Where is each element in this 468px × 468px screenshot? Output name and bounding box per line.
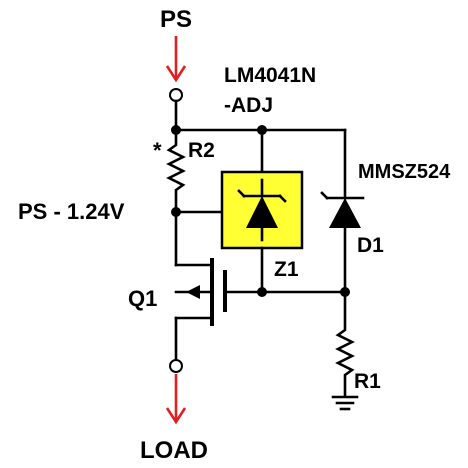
z1-label: Z1 — [274, 258, 299, 281]
ps-arrow-icon — [165, 36, 187, 83]
load-arrow-icon — [165, 374, 187, 425]
ic-suffix-label: -ADJ — [224, 94, 273, 117]
ic-name-label: LM4041N — [224, 64, 316, 87]
node-top-mid — [257, 125, 267, 135]
r2-resistor — [166, 128, 186, 214]
d1-part-label: MMSZ524 — [358, 161, 451, 183]
r1-resistor — [335, 290, 355, 398]
r2-label: R2 — [188, 139, 215, 162]
q1-label: Q1 — [128, 286, 157, 311]
d1-label: D1 — [357, 234, 384, 257]
load-terminal-icon — [169, 359, 183, 373]
load-label: LOAD — [140, 437, 208, 464]
ground-icon — [331, 395, 359, 411]
r1-label: R1 — [354, 370, 381, 393]
q1-mosfet-icon — [174, 210, 227, 362]
ps-minus-label: PS - 1.24V — [18, 199, 125, 224]
ps-terminal-icon — [169, 88, 183, 102]
r2-asterisk-label: * — [153, 138, 162, 163]
d1-diode-icon — [320, 191, 365, 294]
ps-label: PS — [160, 6, 192, 33]
node-gate-mid — [257, 287, 267, 297]
z1-zener-icon — [237, 178, 287, 242]
